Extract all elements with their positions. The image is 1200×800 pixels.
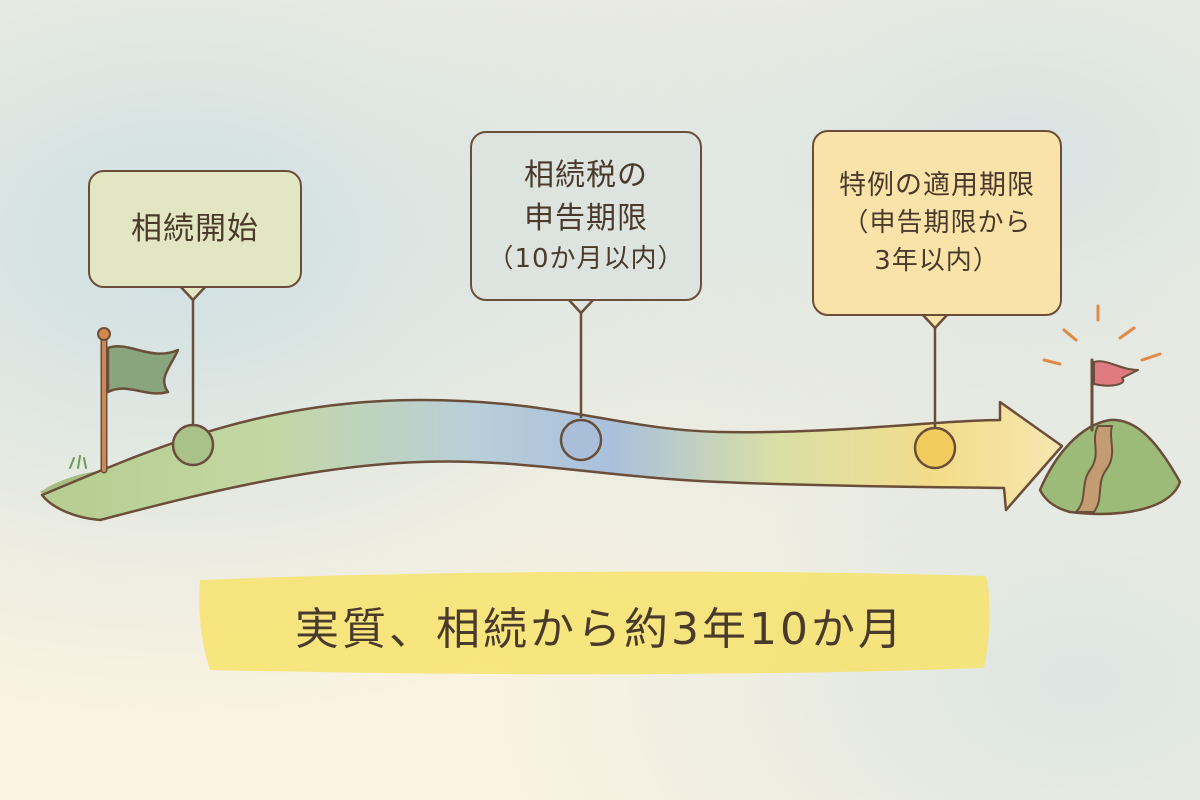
milestone-deadline-line-2: 申告期限 <box>524 201 648 237</box>
pointer-start <box>179 285 207 302</box>
summary-caption: 実質、相続から約3年10か月 <box>295 604 905 655</box>
milestone-label-start: 相続開始 <box>88 170 302 288</box>
milestone-dot-deadline <box>559 418 603 462</box>
milestone-special-line-2: （申告期限から <box>842 207 1032 238</box>
milestone-special-line-3: 3年以内） <box>874 245 1000 276</box>
milestone-dot-special <box>913 426 957 470</box>
pointer-special <box>921 313 949 330</box>
milestone-deadline-line-1: 相続税の <box>524 157 648 193</box>
start-flag-icon <box>97 327 180 474</box>
milestone-label-deadline: 相続税の 申告期限 （10か月以内） <box>470 131 702 301</box>
goal-flag-icon <box>1090 358 1139 432</box>
milestone-dot-start <box>171 423 215 467</box>
milestone-start-line-1: 相続開始 <box>131 210 259 247</box>
sparkle-icon <box>1042 304 1162 366</box>
milestone-deadline-line-3: （10か月以内） <box>487 243 685 274</box>
timeline-road <box>40 398 1064 522</box>
goal-hill <box>1038 418 1182 516</box>
milestone-label-special: 特例の適用期限 （申告期限から 3年以内） <box>812 130 1062 316</box>
milestone-special-line-1: 特例の適用期限 <box>839 169 1035 201</box>
goal-path <box>1075 425 1114 513</box>
grass-tuft-icon <box>69 455 139 471</box>
summary-highlight <box>199 571 990 675</box>
pointer-deadline <box>567 298 595 315</box>
